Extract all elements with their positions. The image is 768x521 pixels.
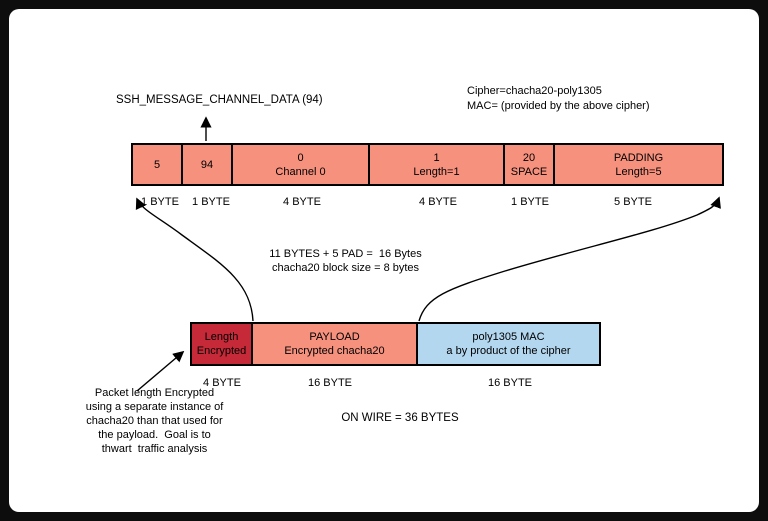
size-label: 4 BYTE [419,196,457,208]
padding-math-line1: 11 BYTES + 5 PAD = 16 Bytes [269,248,422,260]
cell-text: Encrypted chacha20 [284,345,385,357]
note-line: Packet length Encrypted [94,387,215,399]
note-line: the payload. Goal is to [98,429,211,441]
size-label: 16 BYTE [307,377,353,389]
size-label: 5 BYTE [614,196,652,208]
payload-block: PAYLOAD Encrypted chacha20 [253,324,418,364]
cipher-line1: Cipher=chacha20-poly1305 [467,85,602,97]
padding-cell: PADDING Length=5 [555,145,722,184]
cell-text: a by product of the cipher [446,345,571,357]
on-wire-total-label: ON WIRE = 36 BYTES [341,412,459,424]
length-encrypted-block: Length Encrypted [192,324,253,364]
msg-type-cell: 94 [183,145,233,184]
cell-text: SPACE [510,165,548,178]
cipher-line2: MAC= (provided by the above cipher) [467,100,650,112]
cell-text: 1 [433,151,440,164]
cell-text: PADDING [613,151,664,164]
packet-fields-bar: 5 94 0 Channel 0 1 Length=1 20 SPACE PAD… [131,143,724,186]
note-line: chacha20 than that used for [86,415,223,427]
note-line: thwart traffic analysis [101,443,208,455]
cell-text: Length=5 [615,165,662,178]
padding-length-cell: 5 [133,145,183,184]
size-label: 16 BYTE [487,377,533,389]
packet-length-note: Packet length Encrypted using a separate… [52,386,257,456]
poly1305-mac-block: poly1305 MAC a by product of the cipher [418,324,599,364]
size-label: 1 BYTE [192,196,230,208]
cell-text: poly1305 MAC [472,331,545,343]
cell-text: 20 [522,151,536,164]
channel-cell: 0 Channel 0 [233,145,370,184]
cipher-note: Cipher=chacha20-poly1305 MAC= (provided … [467,84,650,114]
cell-text: 94 [200,158,214,171]
note-line: using a separate instance of [85,401,224,413]
wire-blocks-bar: Length Encrypted PAYLOAD Encrypted chach… [190,322,601,366]
padding-math-note: 11 BYTES + 5 PAD = 16 Bytes chacha20 blo… [243,247,448,275]
data-length-cell: 1 Length=1 [370,145,505,184]
size-label: 4 BYTE [283,196,321,208]
cell-text: Length [204,331,239,343]
cell-text: Length=1 [413,165,460,178]
cell-text: PAYLOAD [309,331,360,343]
data-cell: 20 SPACE [505,145,555,184]
cell-text: 0 [297,151,304,164]
ssh-message-label: SSH_MESSAGE_CHANNEL_DATA (94) [116,94,323,106]
size-label: 4 BYTE [203,377,241,389]
padding-math-line2: chacha20 block size = 8 bytes [271,262,420,274]
cell-text: Channel 0 [275,165,326,178]
cell-text: Encrypted [196,345,247,357]
cell-text: 5 [153,158,161,171]
size-label: 1 BYTE [511,196,549,208]
